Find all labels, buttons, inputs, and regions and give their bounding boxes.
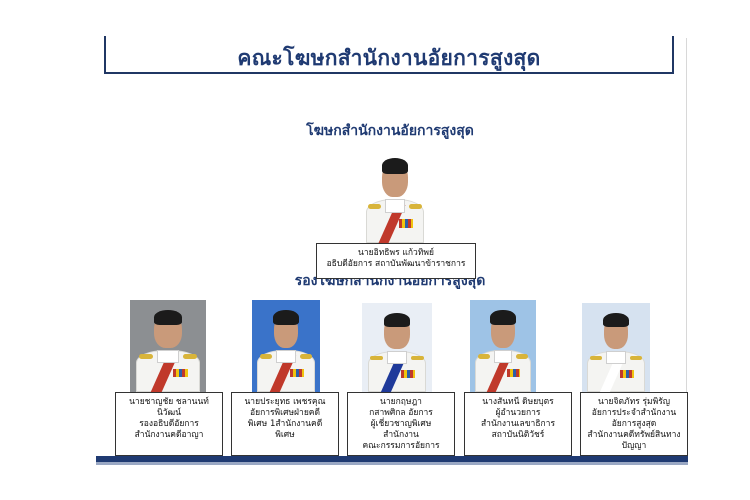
medals [172,369,188,378]
caption-line: สถาบันนิติวัชร์ [491,430,545,440]
medals [506,369,521,378]
collar [606,350,626,364]
caption-line: สำนักงานคดีทรัพย์สินทาง [587,430,681,440]
caption-line: อัยการพิเศษฝ่ายคดี [249,408,321,418]
header-frame: คณะโฆษกสำนักงานอัยการสูงสุด [104,36,674,74]
deputy-caption: นายจิตภัทร รุ่มพิรัญอัยการประจำสำนักงานอ… [580,392,688,456]
caption-line: อัยการสูงสุด [611,419,657,429]
caption-line: สำนักงานเลขาธิการ [480,419,556,429]
hair [383,312,411,328]
deputy-caption: นายประยุทธ เพชรคุณอัยการพิเศษฝ่ายคดีพิเศ… [231,392,339,456]
hair [153,310,183,325]
caption-line: สำนักงาน [383,430,419,440]
collar [493,349,513,363]
caption-line: พิเศษ [275,430,295,440]
main-section-title: โฆษกสำนักงานอัยการสูงสุด [306,123,474,139]
deputy-photo [252,300,320,392]
epaulet-left [260,354,273,359]
caption-line: คณะกรรมการอัยการ [362,441,440,451]
caption-line: อัยการประจำสำนักงาน [591,408,677,418]
epaulet-left [477,354,490,359]
epaulet-right [411,355,424,360]
deputy-caption: นายชาญชัย ชลานนท์นิวัฒน์รองอธิบดีอัยการส… [115,392,223,456]
caption-line: นิวัฒน์ [156,408,182,418]
epaulet-left [368,204,381,209]
collar [385,199,405,213]
caption-line: ปัญญา [621,441,647,451]
epaulet-right [516,354,529,359]
caption-name: นายชาญชัย ชลานนท์ [129,397,209,407]
epaulet-left [590,355,603,360]
hair [381,158,409,174]
epaulet-right [409,204,422,209]
caption-name: นางสันทนี ดิษยบุตร [482,397,554,407]
deputy-caption: นางสันทนี ดิษยบุตรผู้อำนวยการสำนักงานเลข… [464,392,572,456]
epaulet-left [370,355,383,360]
deputy-caption: นายกฤษฎากสาพศิกล อัยการผู้เชี่ยวชาญพิเศษ… [347,392,455,456]
collar [276,349,296,363]
caption-line: สำนักงานคดีอาญา [134,430,204,440]
main-spokesperson-caption: นายอิทธิพร แก้วทิพย์ อธิบดีอัยการ สถาบัน… [316,243,476,279]
main-spokesperson-photo [360,148,430,243]
caption-name: นายกฤษฎา [380,397,422,407]
caption-line: รองอธิบดีอัยการ [139,419,199,429]
hair [603,312,629,328]
hair [490,310,516,325]
medals [401,369,416,378]
caption-name: นายประยุทธ เพชรคุณ [244,397,326,407]
medals [290,369,304,378]
caption-line: ผู้อำนวยการ [495,408,541,418]
caption-name: นายอิทธิพร แก้วทิพย์ [358,248,434,258]
collar [157,349,179,363]
deputy-photo [362,303,432,392]
slide-edge [686,38,687,458]
caption-line: ผู้เชี่ยวชาญพิเศษ [370,419,432,429]
collar [387,350,407,364]
page-title: คณะโฆษกสำนักงานอัยการสูงสุด [237,46,541,70]
medals [399,219,414,228]
footer-bar [96,456,688,462]
deputy-photo [470,300,536,392]
medals [620,369,634,378]
epaulet-right [299,354,312,359]
epaulet-right [629,355,642,360]
caption-name: นายจิตภัทร รุ่มพิรัญ [597,397,671,407]
footer-bar-shadow [96,462,688,465]
deputy-photo [582,303,650,392]
hair [273,310,299,325]
caption-position: อธิบดีอัยการ สถาบันพัฒนาข้าราชการ [326,259,466,269]
epaulet-right [183,354,197,359]
caption-line: กสาพศิกล อัยการ [369,408,433,418]
epaulet-left [139,354,153,359]
deputy-photo [130,300,206,392]
caption-line: พิเศษ 1สำนักงานคดี [247,419,323,429]
